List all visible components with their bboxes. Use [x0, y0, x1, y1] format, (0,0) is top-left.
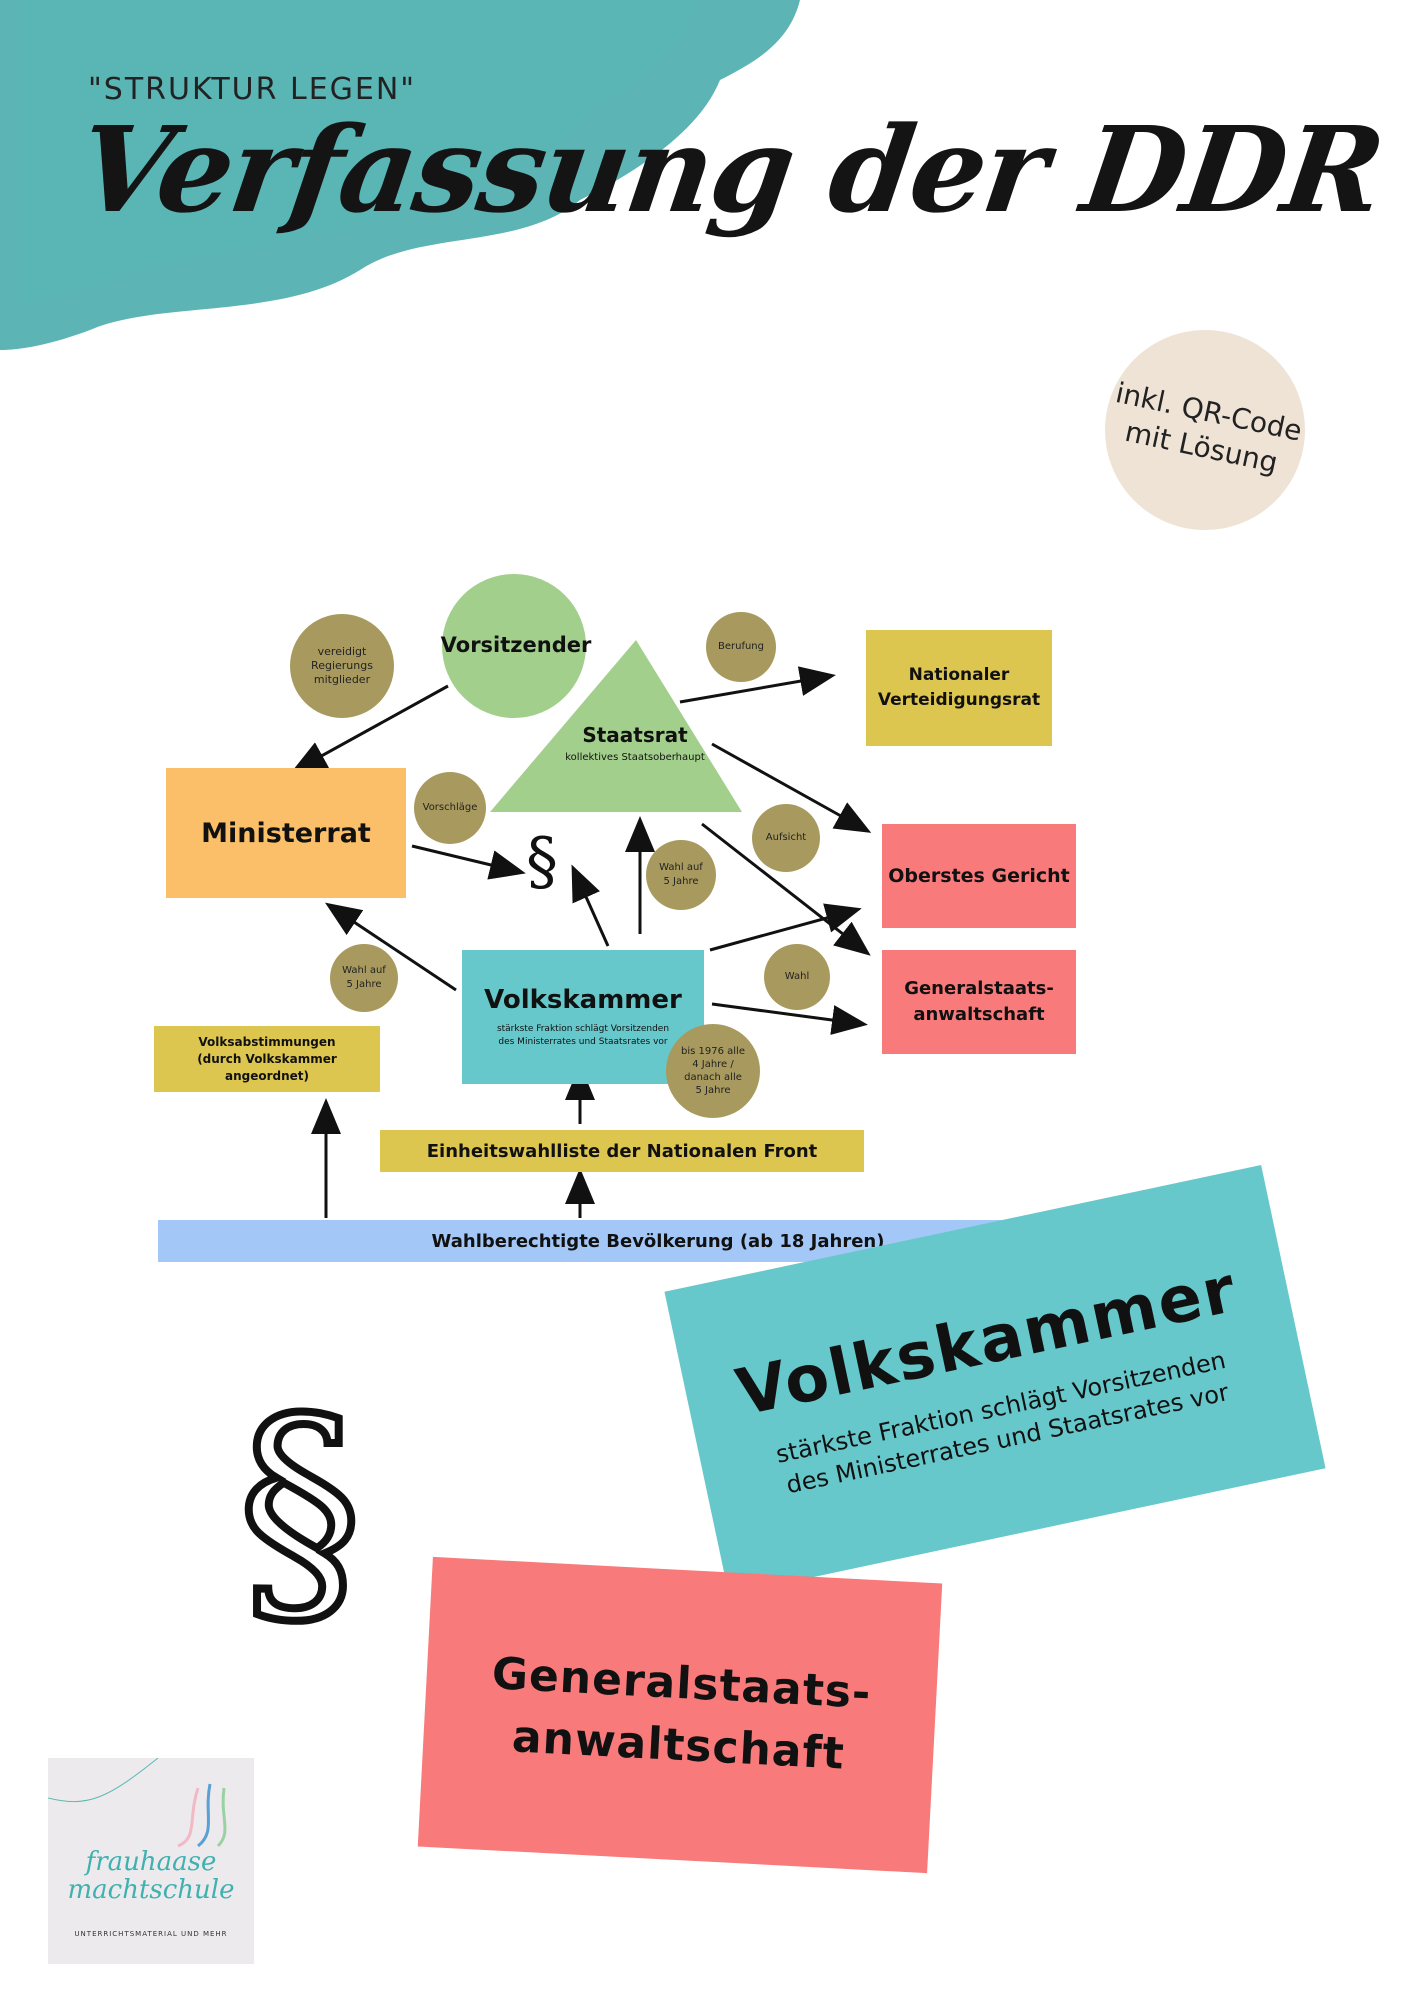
- volksabstimmungen-line-2: (durch Volkskammer angeordnet): [197, 1051, 337, 1083]
- paragraph-card[interactable]: §: [234, 1361, 367, 1660]
- volkskammer-box: Volkskammer stärkste Fraktion schlägt Vo…: [462, 950, 704, 1084]
- label-berufung: Berufung: [706, 612, 776, 682]
- label-wahl-staatsrat: Wahl auf 5 Jahre: [646, 840, 716, 910]
- label-wahl-ministerrat: Wahl auf 5 Jahre: [330, 944, 398, 1012]
- gsa-card[interactable]: Generalstaats- anwaltschaft: [417, 1556, 943, 1874]
- ministerrat-box: Ministerrat: [166, 768, 406, 898]
- logo-tagline: UNTERRICHTSMATERIAL UND MEHR: [74, 1930, 228, 1938]
- arrow-volkskammer-gsa: [711, 1002, 868, 1035]
- arrow-volkskammer-gericht: [709, 903, 862, 952]
- arrow-staatsrat-gericht: [711, 742, 872, 833]
- logo-line-1: frauhaase: [85, 1847, 217, 1877]
- label-wahl: Wahl: [764, 944, 830, 1010]
- einheitswahlliste-label: Einheitswahlliste der Nationalen Front: [426, 1140, 818, 1162]
- brand-logo: frauhaase machtschule UNTERRICHTSMATERIA…: [48, 1758, 254, 1964]
- watercolor-splash: [0, 0, 800, 350]
- arrow-vorsitzender-ministerrat: [290, 684, 449, 773]
- staatsrat-subtitle: kollektives Staatsoberhaupt: [565, 751, 705, 763]
- volkskammer-label: Volkskammer: [484, 985, 682, 1015]
- label-bis-1976: bis 1976 alle 4 Jahre / danach alle 5 Ja…: [666, 1024, 760, 1118]
- vorsitzender-circle: [442, 574, 586, 718]
- gsa-line-1: Generalstaats-: [904, 978, 1054, 999]
- paragraph-placeholder: §: [526, 825, 558, 899]
- label-vorschlaege: Vorschläge: [414, 772, 486, 844]
- verteidigungsrat-line-1: Nationaler: [908, 665, 1010, 685]
- gsa-box: Generalstaats- anwaltschaft: [882, 950, 1076, 1054]
- volkskammer-sub-1: stärkste Fraktion schlägt Vorsitzenden: [496, 1024, 670, 1034]
- verteidigungsrat-line-2: Verteidigungsrat: [877, 690, 1041, 710]
- bevoelkerung-label: Wahlberechtigte Bevölkerung (ab 18 Jahre…: [431, 1230, 885, 1252]
- vorsitzender-label: Vorsitzender: [440, 633, 592, 657]
- arrow-staatsrat-verteidigungsrat: [679, 666, 836, 704]
- arrow-volkskammer-paragraph: [571, 864, 610, 947]
- logo-wordmark: frauhaase machtschule: [48, 1848, 254, 1904]
- diagram-canvas: [290, 574, 872, 1218]
- paperclip-icon: [48, 1758, 227, 1848]
- staatsrat-title: Staatsrat: [582, 723, 688, 747]
- logo-line-2: machtschule: [67, 1875, 235, 1905]
- staatsrat-triangle: [490, 640, 742, 812]
- volksabstimmungen-box: Volksabstimmungen (durch Volkskammer ang…: [154, 1026, 380, 1092]
- oberstes-gericht-label: Oberstes Gericht: [888, 865, 1070, 887]
- label-aufsicht: Aufsicht: [752, 804, 820, 872]
- label-vereidigt: vereidigt Regierungs mitglieder: [290, 614, 394, 718]
- oberstes-gericht-box: Oberstes Gericht: [882, 824, 1076, 928]
- arrow-volkskammer-ministerrat: [325, 902, 457, 992]
- einheitswahlliste-box: Einheitswahlliste der Nationalen Front: [380, 1130, 864, 1172]
- page-subtitle: "STRUKTUR LEGEN": [88, 72, 417, 107]
- verteidigungsrat-box: Nationaler Verteidigungsrat: [866, 630, 1052, 746]
- ministerrat-label: Ministerrat: [201, 817, 371, 849]
- arrow-ministerrat-paragraph: [411, 844, 526, 880]
- volkskammer-sub-2: des Ministerrates und Staatsrates vor: [498, 1037, 668, 1047]
- volksabstimmungen-line-1: Volksabstimmungen: [198, 1034, 336, 1049]
- gsa-line-2: anwaltschaft: [913, 1004, 1045, 1025]
